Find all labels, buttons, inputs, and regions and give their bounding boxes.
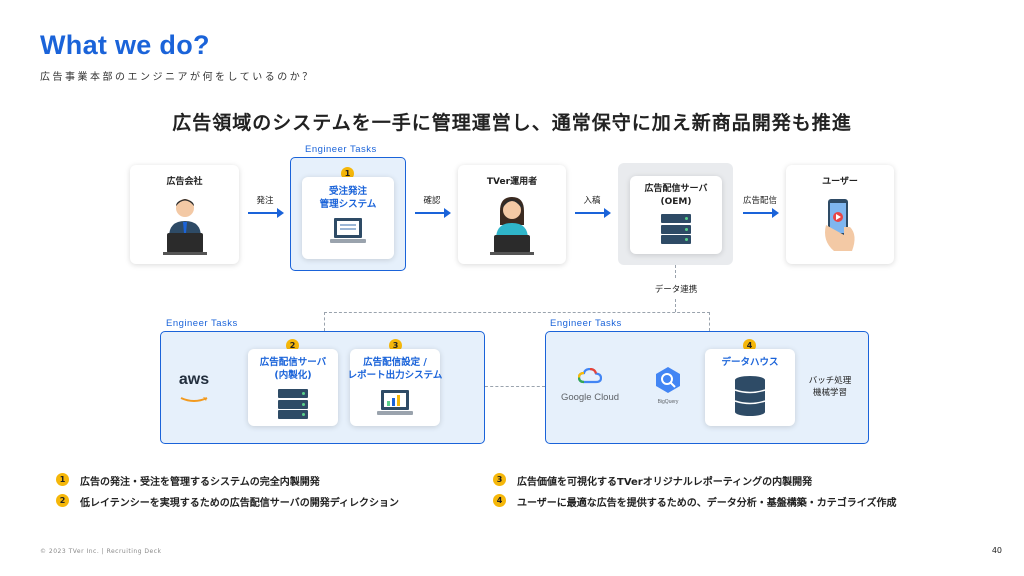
agency-card: 広告会社: [130, 165, 239, 264]
inhouse-server-card: 広告配信サーバ (内製化): [248, 349, 338, 426]
data-link-line: [675, 265, 676, 278]
batch-ml-label: バッチ処理 機械学習: [808, 376, 852, 398]
user-card: ユーザー: [786, 165, 894, 264]
operator-icon: [490, 197, 534, 255]
arrow-submit: [575, 208, 611, 218]
legend-item-2: 低レイテンシーを実現するための広告配信サーバの開発ディレクション: [80, 498, 399, 509]
engineer-tasks-label-left: Engineer Tasks: [166, 318, 238, 329]
oem-server-card: 広告配信サーバ (OEM): [630, 176, 722, 254]
engineer-tasks-label: Engineer Tasks: [305, 144, 377, 155]
report-system-card: 広告配信設定 / レポート出力システム: [348, 349, 442, 426]
legend-badge-4: 4: [493, 494, 506, 507]
inhouse-server-label-2: (内製化): [274, 370, 312, 381]
arrow-label-order: 発注: [256, 196, 274, 206]
bigquery-logo: BigQuery: [650, 366, 686, 405]
google-cloud-logo: Google Cloud: [556, 367, 624, 403]
arrow-label-delivery: 広告配信: [742, 196, 777, 206]
businessman-icon: [163, 199, 207, 255]
headline: 広告領域のシステムを一手に管理運営し、通常保守に加え新商品開発も推進: [172, 112, 852, 134]
chart-laptop-icon: [377, 390, 413, 415]
legend-badge-3: 3: [493, 473, 506, 486]
oem-server-label-2: (OEM): [660, 197, 692, 207]
data-link-label: データ連携: [654, 285, 698, 295]
legend-badge-2: 2: [56, 494, 69, 507]
database-icon: [734, 376, 766, 416]
warehouse-label: データハウス: [721, 357, 779, 368]
inhouse-server-label-1: 広告配信サーバ: [259, 357, 327, 368]
badge-2: 2: [286, 339, 299, 352]
bigquery-icon: [656, 367, 680, 393]
laptop-icon: [330, 218, 366, 243]
badge-1: 1: [341, 167, 354, 180]
agency-label: 広告会社: [166, 177, 203, 187]
legend-item-1: 広告の発注・受注を管理するシステムの完全内製開発: [80, 477, 320, 488]
engineer-tasks-label-right: Engineer Tasks: [550, 318, 622, 329]
arrow-order: [248, 208, 284, 218]
badge-3: 3: [389, 339, 402, 352]
aws-logo: aws: [176, 372, 212, 407]
operator-card: TVer運用者: [458, 165, 566, 264]
arrow-label-confirm: 確認: [423, 196, 441, 206]
footer-copyright: © 2023 TVer Inc. | Recruiting Deck: [40, 548, 162, 555]
oem-server-label-1: 広告配信サーバ: [644, 184, 708, 194]
order-system-label-2: 管理システム: [319, 199, 377, 210]
arrow-delivery: [743, 208, 779, 218]
report-system-label-1: 広告配信設定 /: [363, 357, 427, 368]
report-system-label-2: レポート出力システム: [347, 370, 443, 381]
legend-badge-1: 1: [56, 473, 69, 486]
user-label: ユーザー: [822, 177, 858, 187]
cloud-icon: [577, 367, 603, 384]
warehouse-card: データハウス: [705, 349, 795, 426]
order-system-label-1: 受注発注: [328, 186, 367, 197]
page-subtitle: 広告事業本部のエンジニアが何をしているのか？: [40, 72, 315, 83]
operator-label: TVer運用者: [486, 177, 538, 187]
arrow-label-submit: 入稿: [583, 196, 601, 206]
order-system-card: 受注発注 管理システム: [302, 177, 394, 259]
server-icon: [661, 214, 691, 246]
server-icon: [278, 389, 308, 421]
arrow-confirm: [415, 208, 451, 218]
badge-4: 4: [743, 339, 756, 352]
page-title: What we do?: [40, 30, 210, 60]
legend-item-3: 広告価値を可視化するTVerオリジナルレポーティングの内製開発: [517, 477, 813, 488]
page-number: 40: [991, 546, 1002, 555]
smartphone-icon: [825, 199, 855, 251]
legend-item-4: ユーザーに最適な広告を提供するための、データ分析・基盤構築・カテゴライズ作成: [517, 498, 897, 509]
